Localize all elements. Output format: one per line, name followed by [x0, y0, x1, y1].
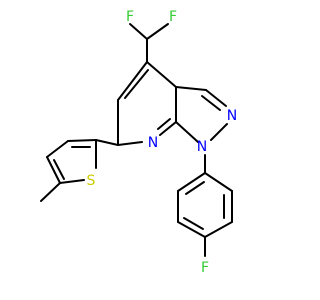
bond-c4-c3a [146, 61, 177, 88]
bond-c7a-n7 [159, 121, 177, 136]
bond-n7-c6 [117, 141, 143, 146]
bond-c3a-c3 [175, 86, 207, 91]
bond-c3-n2 [205, 89, 227, 107]
bond-ar-6 [177, 172, 206, 192]
bond-ar-3 [204, 221, 233, 238]
bond-thio-c4-c5 [46, 156, 61, 184]
atom-n-pyridine: N [148, 135, 158, 151]
atom-n2-pyrazole: N [227, 108, 237, 124]
atom-s-thiophene: S [87, 173, 96, 189]
bond-ccf2-f-left [129, 23, 148, 40]
atom-n1-pyrazole: N [197, 139, 207, 155]
bond-ar-6-double [185, 181, 205, 195]
bond-c7a-n7-double [157, 118, 171, 130]
bond-ar-4 [177, 221, 206, 238]
atom-f-right: F [169, 9, 177, 25]
bond-c5-c4-double [124, 69, 149, 99]
methylthiophene-ring [40, 139, 119, 202]
bond-ar-4-double [183, 217, 204, 230]
bond-c5-c4 [117, 61, 148, 101]
bond-thio-c5-s [59, 179, 85, 184]
difluoromethyl-group [129, 23, 169, 63]
atom-f-left: F [126, 9, 134, 25]
bond-thio-c3-c4 [46, 140, 69, 158]
pyrazole-ring [175, 86, 228, 143]
atom-f-para: F [201, 260, 209, 276]
bond-ccf2-f-right [146, 23, 169, 40]
fluorophenyl-ring [177, 154, 233, 257]
bond-thio-c4-c5-double [53, 159, 65, 180]
bond-methyl [40, 182, 61, 202]
pyridine-ring [117, 61, 177, 146]
bond-c3-n2-double [201, 95, 221, 111]
bond-ar-1 [204, 172, 233, 192]
molecule-structure-diagram: F F N N N S F [40, 9, 237, 276]
bond-thio-c2-c3 [67, 139, 97, 142]
bond-n1-c7a [175, 121, 199, 143]
bond-n2-n1 [210, 123, 228, 141]
bond-c6-c2thio [95, 139, 119, 146]
